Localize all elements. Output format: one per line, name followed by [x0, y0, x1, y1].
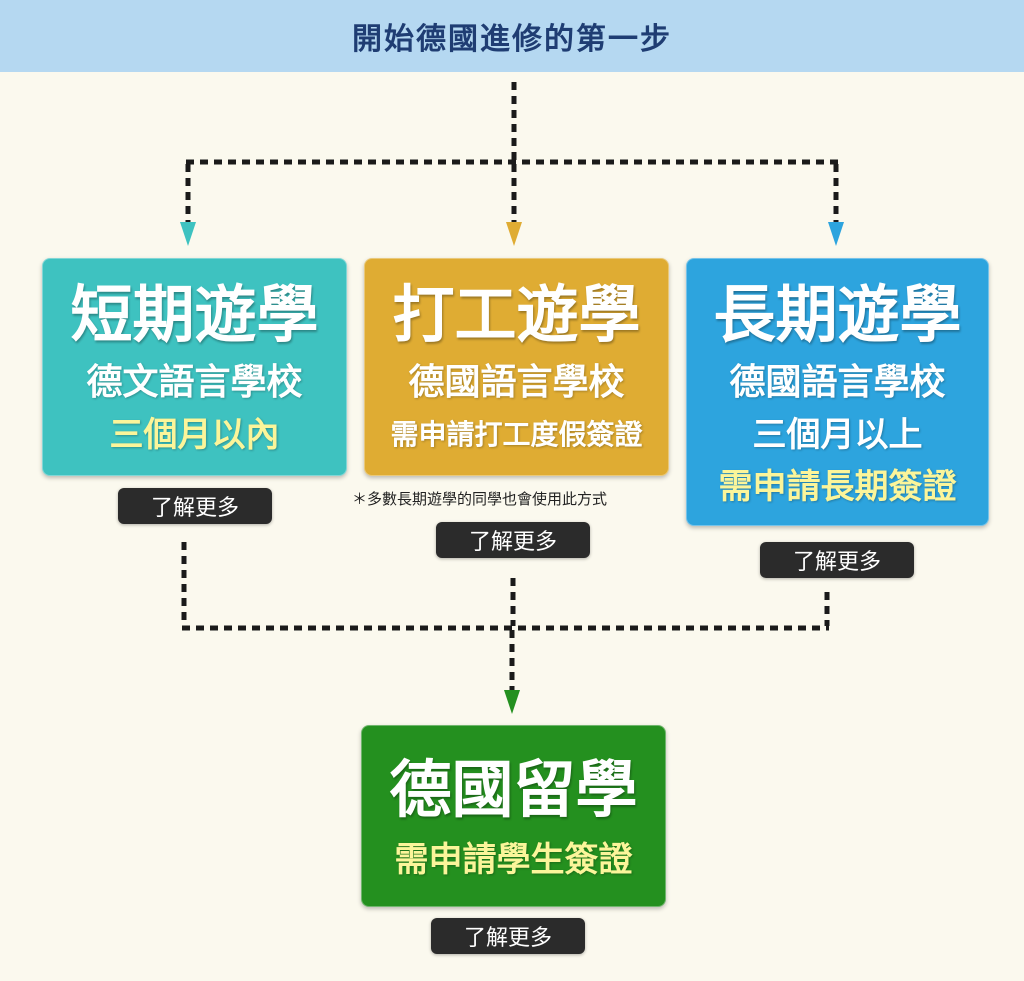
arrow-long-icon [828, 222, 844, 246]
header-banner: 開始德國進修的第一步 [0, 0, 1024, 72]
card-long-line1: 德國語言學校 [729, 362, 946, 403]
learn-more-button-short[interactable]: 了解更多 [118, 488, 272, 524]
card-long-line2: 三個月以上 [752, 415, 923, 455]
working-holiday-note: ＊多數長期遊學的同學也會使用此方式 [352, 490, 608, 508]
card-short-term: 短期遊學 德文語言學校 三個月以內 [42, 258, 347, 476]
card-long-line3: 需申請長期簽證 [718, 467, 957, 507]
arrow-study-icon [504, 690, 520, 714]
learn-more-button-study[interactable]: 了解更多 [431, 918, 585, 954]
card-long-term: 長期遊學 德國語言學校 三個月以上 需申請長期簽證 [686, 258, 989, 526]
arrow-short-icon [180, 222, 196, 246]
card-study-abroad: 德國留學 需申請學生簽證 [361, 725, 666, 907]
card-work-title: 打工遊學 [392, 278, 641, 351]
card-study-line1: 需申請學生簽證 [394, 840, 633, 880]
card-study-title: 德國留學 [389, 753, 638, 826]
card-work-line2: 需申請打工度假簽證 [390, 418, 643, 451]
arrow-work-icon [506, 222, 522, 246]
card-short-line2: 三個月以內 [109, 415, 280, 455]
card-long-title: 長期遊學 [713, 278, 962, 351]
learn-more-button-work[interactable]: 了解更多 [436, 522, 590, 558]
card-work-line1: 德國語言學校 [408, 362, 625, 403]
card-short-title: 短期遊學 [70, 278, 319, 351]
card-short-line1: 德文語言學校 [86, 362, 303, 403]
learn-more-button-long[interactable]: 了解更多 [760, 542, 914, 578]
page-title: 開始德國進修的第一步 [352, 22, 672, 57]
card-working-holiday: 打工遊學 德國語言學校 需申請打工度假簽證 [364, 258, 669, 476]
